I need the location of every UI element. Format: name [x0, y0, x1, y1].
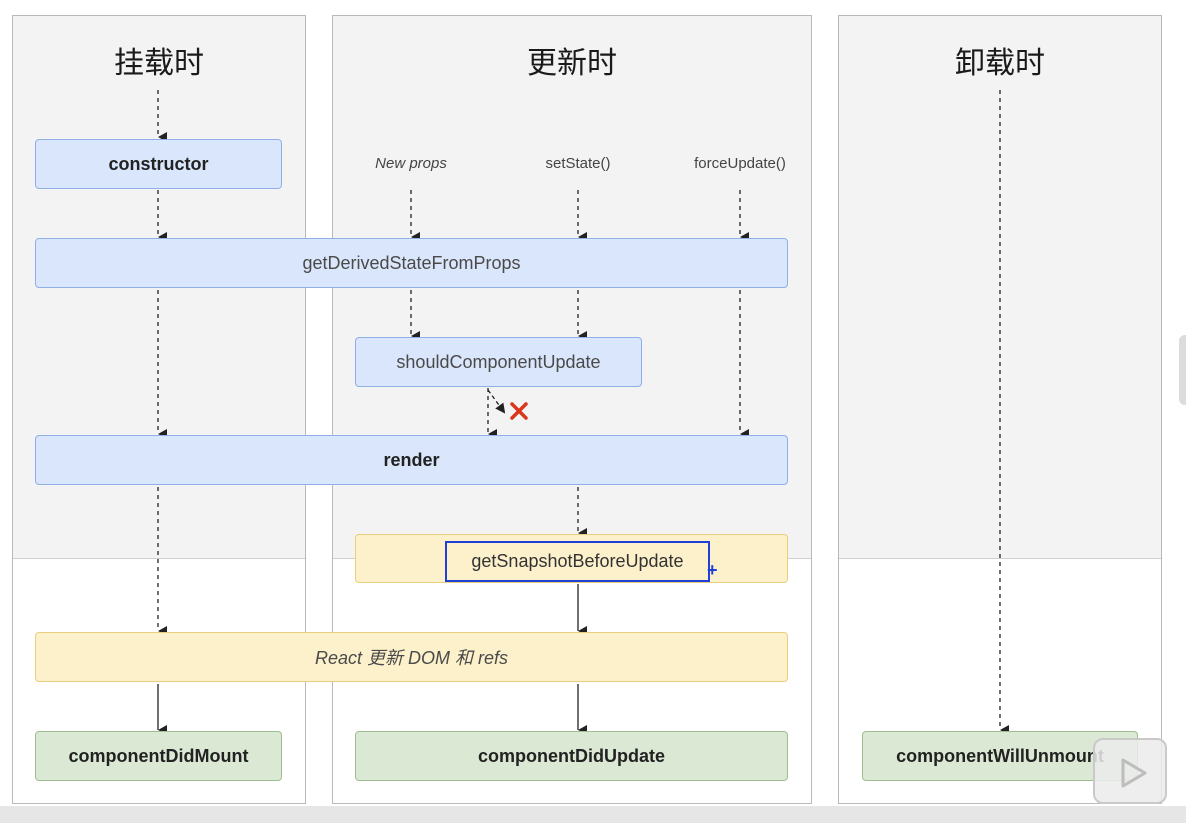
play-icon[interactable] [1093, 738, 1167, 804]
trigger-set-state: setState() [545, 155, 611, 172]
get-derived-state-node: getDerivedStateFromProps [35, 238, 788, 288]
play-icon-glyph [1121, 758, 1147, 788]
component-will-unmount-node: componentWillUnmount [862, 731, 1138, 781]
component-did-update-node: componentDidUpdate [355, 731, 788, 781]
render-node: render [35, 435, 788, 485]
plus-icon[interactable]: + [707, 560, 718, 580]
component-did-mount-node: componentDidMount [35, 731, 282, 781]
mount-column-title: 挂载时 [114, 46, 204, 81]
trigger-force-update: forceUpdate() [694, 155, 786, 172]
should-component-update-node: shouldComponentUpdate [355, 337, 642, 387]
react-update-dom-node: React 更新 DOM 和 refs [35, 632, 788, 682]
arrow-scu-to-cancel [487, 389, 506, 414]
bottom-bar [0, 806, 1186, 823]
constructor-node: constructor [35, 139, 282, 189]
side-scroll-tab[interactable] [1179, 335, 1186, 405]
trigger-new-props: New props [375, 155, 447, 172]
x-icon [510, 402, 528, 420]
unmount-column-title: 卸载时 [955, 46, 1045, 81]
update-column-title: 更新时 [527, 46, 617, 81]
get-snapshot-selection[interactable]: getSnapshotBeforeUpdate [445, 541, 710, 582]
